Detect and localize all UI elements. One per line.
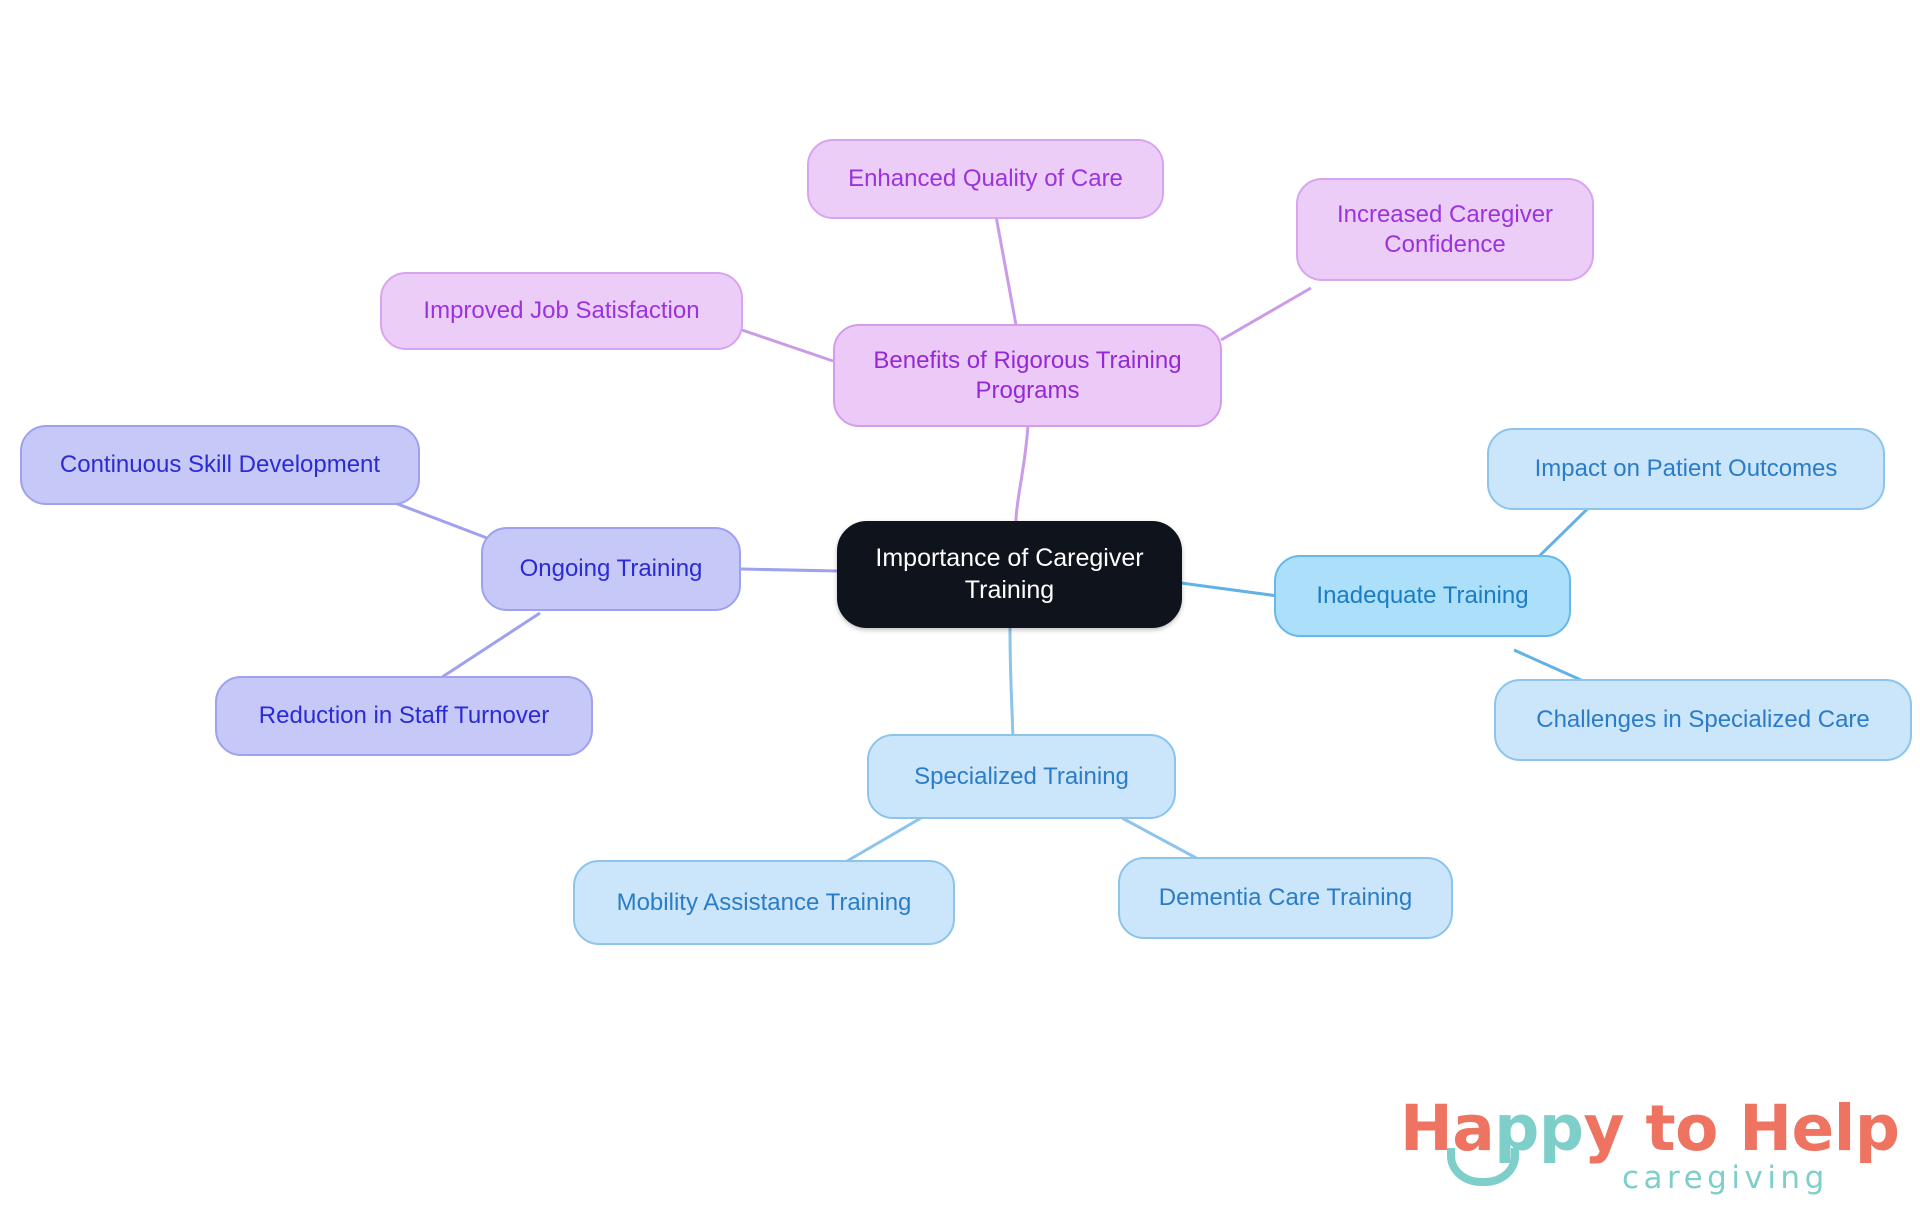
node-label: Increased Caregiver Confidence	[1336, 200, 1554, 258]
node-label: Specialized Training	[914, 762, 1129, 790]
edge-benefits-increased-confidence	[1220, 286, 1312, 342]
node-dementia-care-training[interactable]: Dementia Care Training	[1118, 857, 1453, 939]
edge-benefits-enhanced-quality	[994, 215, 1018, 326]
node-label: Importance of Caregiver Training	[875, 544, 1144, 604]
edge-ongoing-staff-turnover	[429, 611, 541, 687]
node-continuous-skill-development[interactable]: Continuous Skill Development	[20, 425, 420, 505]
node-mobility-assistance-training[interactable]: Mobility Assistance Training	[573, 860, 955, 945]
node-reduction-in-staff-turnover[interactable]: Reduction in Staff Turnover	[215, 676, 593, 756]
node-improved-job-satisfaction[interactable]: Improved Job Satisfaction	[380, 272, 743, 350]
node-challenges-in-specialized-care[interactable]: Challenges in Specialized Care	[1494, 679, 1912, 761]
node-label: Enhanced Quality of Care	[848, 165, 1123, 192]
node-impact-on-patient-outcomes[interactable]: Impact on Patient Outcomes	[1487, 428, 1885, 510]
logo-smile-icon	[1447, 1148, 1519, 1186]
logo-tagline: caregiving	[1622, 1160, 1829, 1196]
node-specialized-training[interactable]: Specialized Training	[867, 734, 1176, 819]
node-label: Impact on Patient Outcomes	[1534, 455, 1838, 482]
node-label: Benefits of Rigorous Training Programs	[873, 346, 1182, 404]
node-label: Mobility Assistance Training	[616, 888, 912, 916]
node-benefits-of-rigorous-training-programs[interactable]: Benefits of Rigorous Training Programs	[833, 324, 1222, 427]
node-root-importance-of-caregiver-training[interactable]: Importance of Caregiver Training	[837, 521, 1182, 628]
logo-part-y-to-help: y to Help	[1583, 1092, 1900, 1165]
edge-root-ongoing	[740, 567, 838, 573]
node-label: Reduction in Staff Turnover	[258, 702, 550, 729]
edge-root-inadequate	[1180, 581, 1279, 598]
node-ongoing-training[interactable]: Ongoing Training	[481, 527, 741, 611]
edge-benefits-job-satisfaction	[741, 328, 834, 363]
logo-wordmark: Happy to Help	[1400, 1092, 1900, 1165]
node-enhanced-quality-of-care[interactable]: Enhanced Quality of Care	[807, 139, 1164, 219]
node-label: Ongoing Training	[519, 555, 703, 582]
edge-ongoing-skill-development	[394, 501, 488, 540]
node-inadequate-training[interactable]: Inadequate Training	[1274, 555, 1571, 637]
node-label: Continuous Skill Development	[59, 451, 381, 478]
brand-logo: Happy to Help caregiving	[1400, 1092, 1900, 1204]
node-label: Challenges in Specialized Care	[1536, 706, 1870, 733]
node-label: Inadequate Training	[1316, 582, 1529, 609]
node-label: Dementia Care Training	[1158, 884, 1413, 911]
node-label: Improved Job Satisfaction	[423, 297, 700, 324]
edge-root-specialized	[1008, 627, 1015, 742]
node-increased-caregiver-confidence[interactable]: Increased Caregiver Confidence	[1296, 178, 1594, 281]
edge-root-benefits	[1014, 424, 1030, 522]
